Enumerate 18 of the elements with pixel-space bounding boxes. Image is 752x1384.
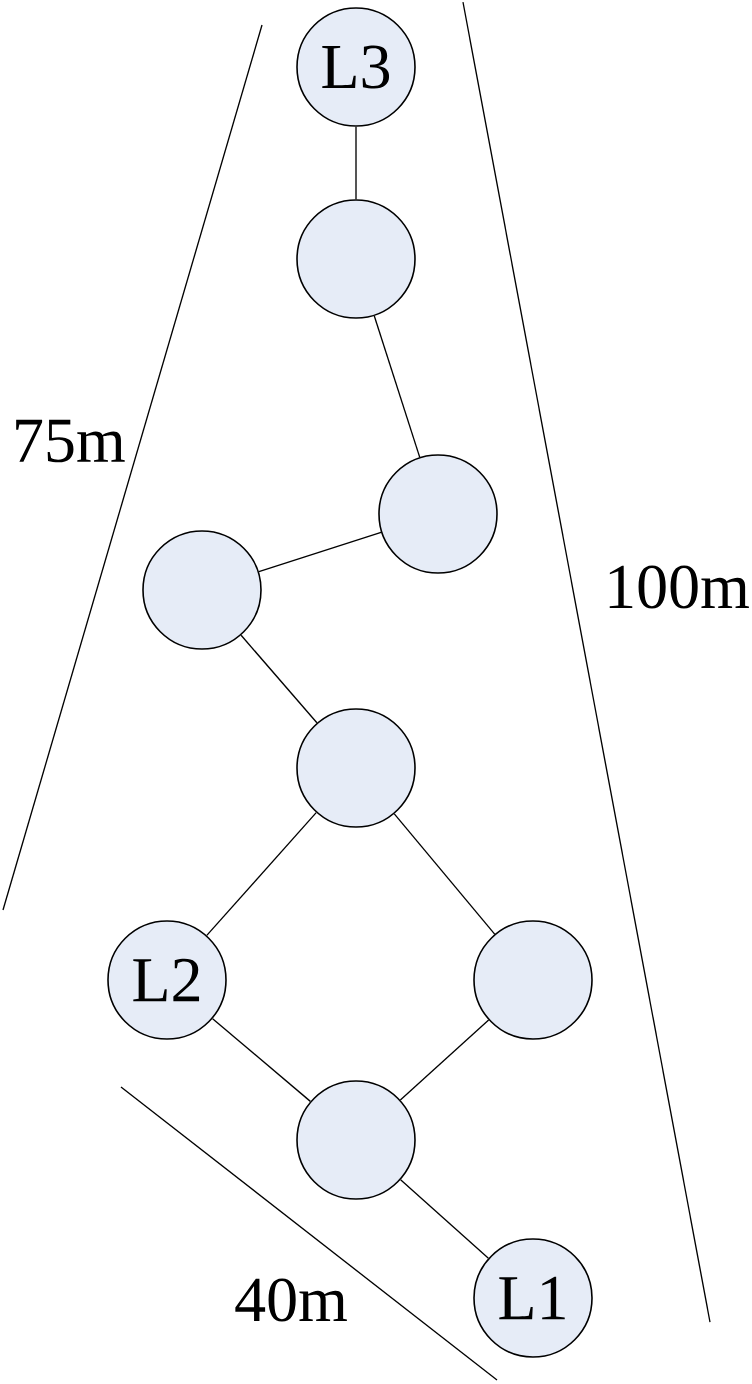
connector-line — [373, 315, 421, 458]
connector-line — [211, 1017, 312, 1103]
connector-line — [399, 1179, 490, 1259]
circle — [378, 454, 498, 574]
dimension-label: 75m — [16, 419, 125, 463]
circle — [296, 199, 416, 319]
dimension-label: 100m — [609, 565, 749, 609]
connector-line — [355, 126, 357, 200]
circle — [296, 708, 416, 828]
connector-line — [240, 634, 318, 724]
dimension-label: 40m — [235, 1278, 347, 1322]
connector-line — [206, 811, 317, 937]
connector-line — [258, 531, 382, 573]
circle — [142, 530, 262, 650]
circle — [296, 1080, 416, 1200]
connector-line — [399, 1019, 490, 1101]
connector-line — [393, 813, 496, 935]
circle — [473, 920, 593, 1040]
